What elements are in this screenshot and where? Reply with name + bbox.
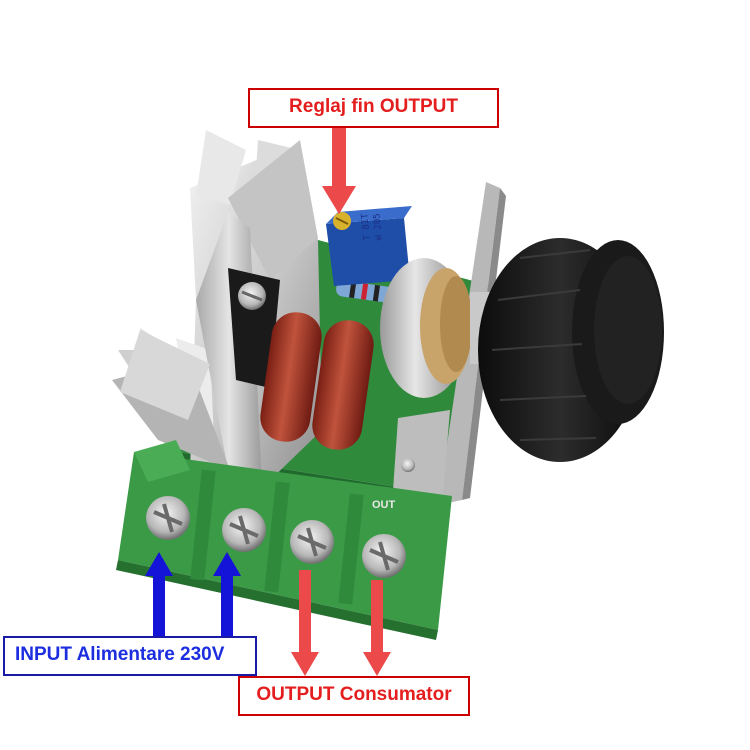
trimpot-marking-1: W 205 xyxy=(372,213,385,241)
arrow-output-left xyxy=(291,570,319,676)
terminal-block: OUT xyxy=(116,440,452,640)
output-load-label: OUTPUT Consumator xyxy=(238,676,470,716)
main-potentiometer xyxy=(380,258,490,398)
terminal-screws xyxy=(146,496,406,578)
terminal-screw xyxy=(362,534,406,578)
arrow-top-down xyxy=(322,128,356,214)
fine-adjust-output-label: Reglaj fin OUTPUT xyxy=(248,88,499,128)
resistor xyxy=(336,280,400,304)
arrow-input-right xyxy=(213,552,241,636)
input-power-label: INPUT Alimentare 230V xyxy=(3,636,257,676)
capacitors xyxy=(260,312,374,450)
trimmer-potentiometer: W 205 T 8IT xyxy=(326,206,412,286)
triac-component xyxy=(228,268,280,388)
terminal-screw xyxy=(146,496,190,540)
heatsink xyxy=(112,130,322,488)
rotary-knob xyxy=(478,238,664,462)
terminal-screw xyxy=(290,520,334,564)
trimpot-marking-2: T 8IT xyxy=(360,212,373,241)
pcb-out-marking: OUT xyxy=(372,499,396,511)
arrow-output-right xyxy=(363,580,391,676)
terminal-screw xyxy=(222,508,266,552)
arrow-input-left xyxy=(145,552,173,636)
